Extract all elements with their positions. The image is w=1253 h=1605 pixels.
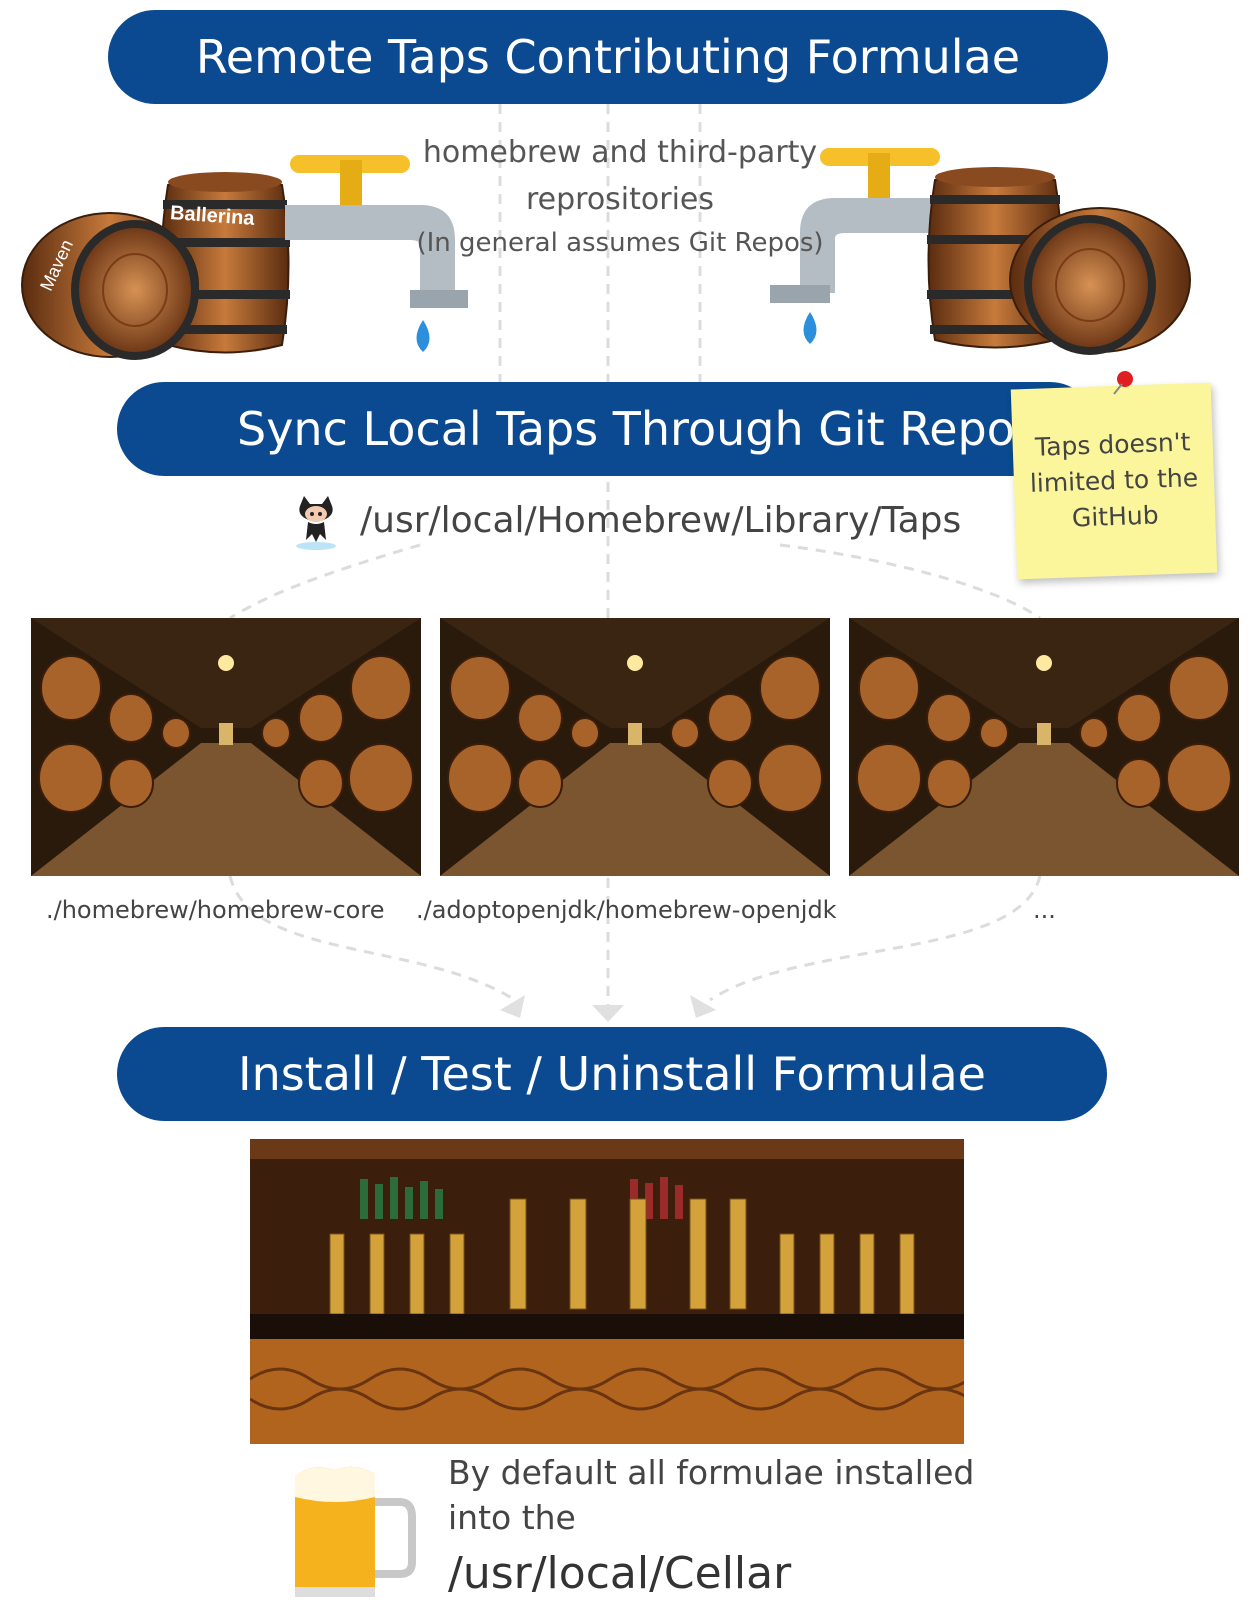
tap-path-label: ...	[1033, 896, 1056, 924]
note-line3: GitHub	[1071, 500, 1160, 533]
cellar-desc-line2: into the	[448, 1498, 576, 1537]
note-line2: limited to the	[1029, 463, 1199, 498]
sync-local-taps-banner: Sync Local Taps Through Git Repos	[117, 382, 1097, 476]
remote-taps-banner: Remote Taps Contributing Formulae	[108, 10, 1108, 104]
barrel-cellar-photo	[849, 618, 1239, 876]
barrel-cellar-photo	[31, 618, 421, 876]
install-test-uninstall-banner: Install / Test / Uninstall Formulae	[117, 1027, 1107, 1121]
sync-local-taps-title: Sync Local Taps Through Git Repos	[237, 402, 1039, 456]
barrel-icon	[1009, 207, 1191, 355]
remote-taps-title: Remote Taps Contributing Formulae	[195, 30, 1021, 84]
octocat-icon	[296, 496, 336, 550]
install-test-uninstall-title: Install / Test / Uninstall Formulae	[238, 1047, 986, 1101]
water-tap-icon	[285, 155, 468, 352]
remote-desc-line1: homebrew and third-party	[422, 135, 818, 170]
taps-path: /usr/local/Homebrew/Library/Taps	[360, 500, 962, 541]
barrel-icon	[21, 212, 199, 360]
bar-taps-photo	[250, 1139, 964, 1444]
arrow-left-head	[500, 995, 525, 1018]
beer-mug-icon	[295, 1466, 416, 1597]
remote-desc-line3: (In general assumes Git Repos)	[416, 228, 824, 258]
push-pin-icon	[1113, 371, 1133, 395]
tap-path-label: ./adoptopenjdk/homebrew-openjdk	[416, 896, 837, 924]
remote-desc-line2: reprositories	[525, 182, 715, 217]
water-tap-icon	[770, 148, 960, 344]
tap-path-label: ./homebrew/homebrew-core	[46, 896, 385, 924]
cellar-path: /usr/local/Cellar	[448, 1548, 792, 1599]
arrow-right-head	[690, 995, 716, 1018]
barrel-cellar-photo	[440, 618, 830, 876]
note-line1: Taps doesn't	[1034, 427, 1191, 462]
cellar-desc-line1: By default all formulae installed	[448, 1453, 975, 1492]
arrow-center-head	[592, 1005, 624, 1022]
sticky-note: Taps doesn't limited to the GitHub	[1010, 382, 1218, 580]
